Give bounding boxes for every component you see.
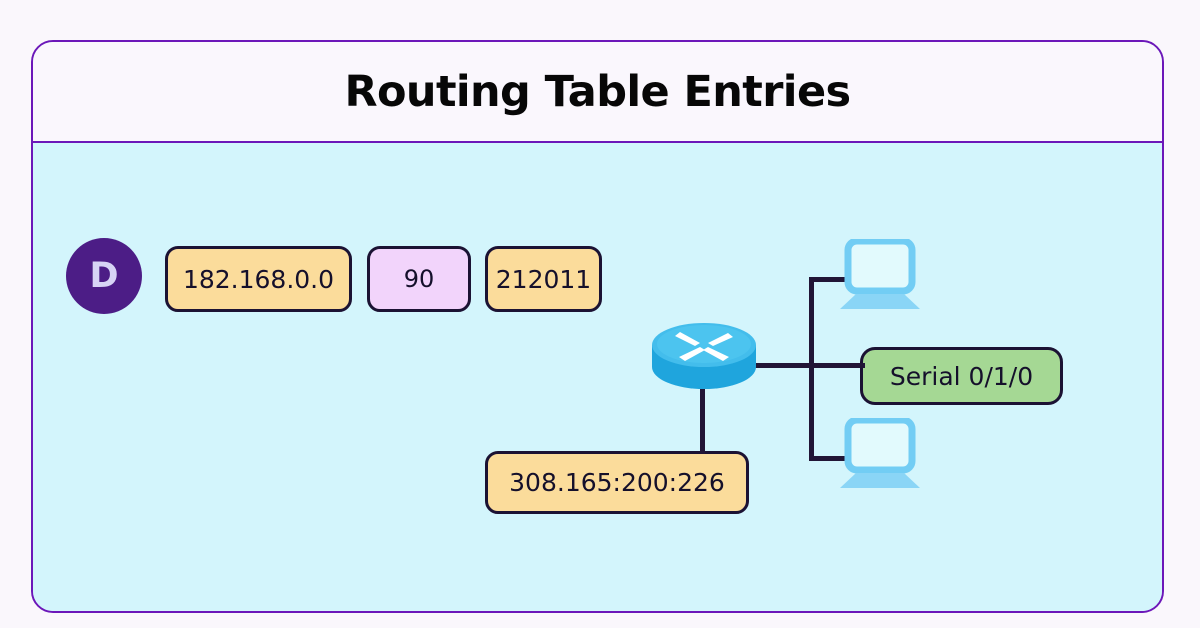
link-router-to-next-hop (700, 386, 705, 454)
link-bus-to-host-bottom (809, 456, 845, 461)
host-top-laptop-icon (837, 237, 923, 315)
link-bus-to-host-top (809, 277, 845, 282)
page-title: Routing Table Entries (344, 66, 851, 117)
network-address-chip: 182.168.0.0 (165, 246, 352, 312)
routing-table-card: Routing Table Entries D 182.168.0.0 90 2… (31, 40, 1164, 613)
protocol-code-badge: D (66, 238, 142, 314)
host-bottom-laptop-icon (837, 416, 923, 494)
link-router-to-interface (752, 363, 865, 368)
metric-chip: 212011 (485, 246, 602, 312)
exit-interface-chip: Serial 0/1/0 (860, 347, 1063, 405)
administrative-distance-chip: 90 (367, 246, 471, 312)
link-host-bus (809, 277, 814, 461)
protocol-code-label: D (89, 255, 119, 296)
next-hop-address-chip: 308.165:200:226 (485, 451, 749, 514)
router-icon (650, 315, 758, 395)
diagram-canvas: D 182.168.0.0 90 212011 308.165:200:226 … (33, 143, 1162, 611)
card-header: Routing Table Entries (33, 42, 1162, 143)
